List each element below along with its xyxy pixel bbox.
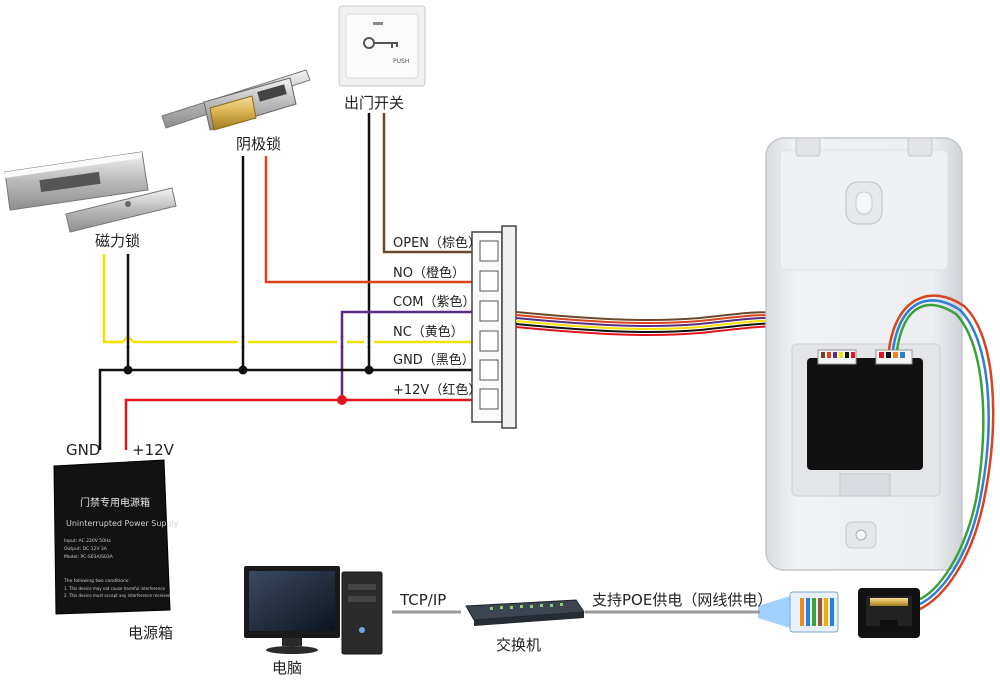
network-switch-image xyxy=(465,599,585,626)
wire-open xyxy=(382,113,472,254)
power-box-label: 电源箱 xyxy=(128,624,173,642)
exit-button-image[interactable]: PUSH xyxy=(338,5,426,87)
terminal-block xyxy=(471,225,517,429)
pin-no-label: NO（橙色） xyxy=(393,265,465,281)
wire-gnd-bus xyxy=(98,368,472,450)
magnetic-lock-image xyxy=(4,151,177,233)
strike-lock-image xyxy=(161,69,311,131)
wiring xyxy=(98,113,472,450)
access-reader xyxy=(765,137,963,571)
psu-12v-label: +12V xyxy=(132,441,175,459)
reader-control-board xyxy=(807,358,923,470)
wire-nc xyxy=(102,254,472,344)
psu-gnd-label: GND xyxy=(66,441,100,459)
power-box-image: 门禁专用电源箱 Uninterrupted Power Supply Input… xyxy=(53,459,179,615)
switch-label: 交换机 xyxy=(496,636,541,654)
pin-open-label: OPEN（棕色） xyxy=(393,235,481,251)
junction-dots xyxy=(123,365,374,405)
pin-gnd-label: GND（黑色） xyxy=(393,352,475,368)
psu-notice-title: The following two conditions: xyxy=(63,578,130,584)
computer-image xyxy=(244,566,383,655)
psu-notice-1: 1. This device may not cause harmful int… xyxy=(64,586,165,591)
pin-12v-label: +12V（红色） xyxy=(393,382,481,398)
tcpip-label: TCP/IP xyxy=(399,591,446,609)
pin-com-label: COM（紫色） xyxy=(393,294,476,310)
psu-spec-model: Model: PC-S03A/S03A xyxy=(64,554,114,560)
wire-12v-bus xyxy=(124,398,472,450)
psu-spec-input: Input: AC 220V 50Hz xyxy=(64,538,111,544)
rj45-plug xyxy=(758,591,839,633)
psu-panel-title: 门禁专用电源箱 xyxy=(80,496,150,509)
network-cable-reader xyxy=(887,294,995,612)
computer-label: 电脑 xyxy=(272,659,302,677)
psu-notice-2: 2. This device must accept any interfere… xyxy=(64,593,171,598)
strike-lock-label: 阴极锁 xyxy=(236,135,281,153)
magnetic-lock-label: 磁力锁 xyxy=(95,232,140,250)
psu-panel-subtitle: Uninterrupted Power Supply xyxy=(66,519,179,528)
pin-nc-label: NC（黄色） xyxy=(393,324,464,340)
psu-spec-output: Output: DC 12V 3A xyxy=(64,546,108,552)
exit-button-label: 出门开关 xyxy=(344,94,404,112)
exit-button-push-text: PUSH xyxy=(393,58,409,65)
wire-no xyxy=(264,156,472,284)
poe-label: 支持POE供电（网线供电） xyxy=(592,591,772,609)
rj45-jack xyxy=(858,588,920,638)
key-icon xyxy=(363,37,398,49)
